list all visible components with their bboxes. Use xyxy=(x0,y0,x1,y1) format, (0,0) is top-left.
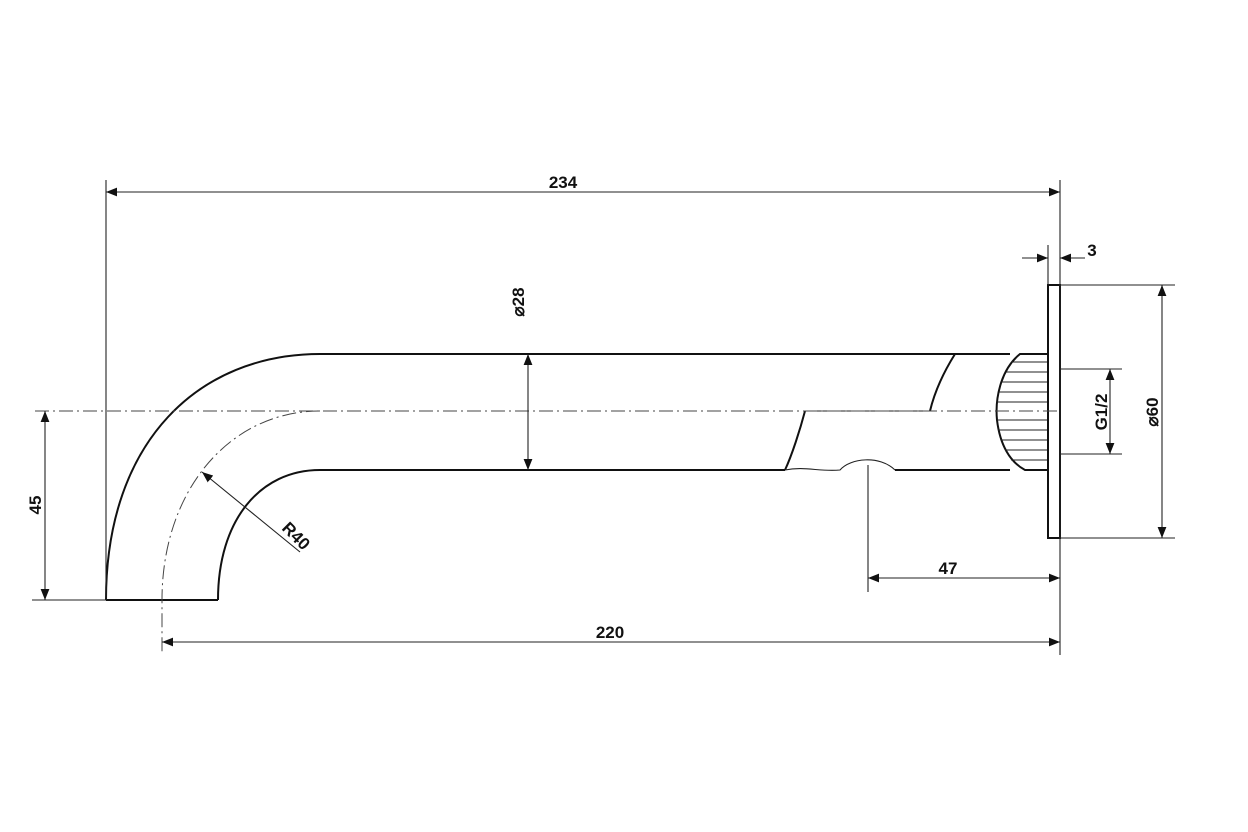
dim-flange-thickness: 3 xyxy=(1087,241,1096,260)
spout-outline xyxy=(105,353,1010,601)
dim-tube-diameter: ⌀28 xyxy=(509,287,528,316)
dim-spout-projection: 220 xyxy=(596,623,624,642)
thread-section xyxy=(995,353,1048,471)
dim-outlet-to-wall: 47 xyxy=(939,559,958,578)
dim-overall-length: 234 xyxy=(549,173,578,192)
dimension-lines xyxy=(40,187,1167,647)
extension-lines xyxy=(32,180,1175,655)
centerlines xyxy=(35,410,1060,655)
dim-thread: G1/2 xyxy=(1092,394,1111,431)
dim-drop-height: 45 xyxy=(26,496,45,515)
dim-bend-radius: R40 xyxy=(278,518,313,553)
dim-flange-diameter: ⌀60 xyxy=(1143,397,1162,426)
